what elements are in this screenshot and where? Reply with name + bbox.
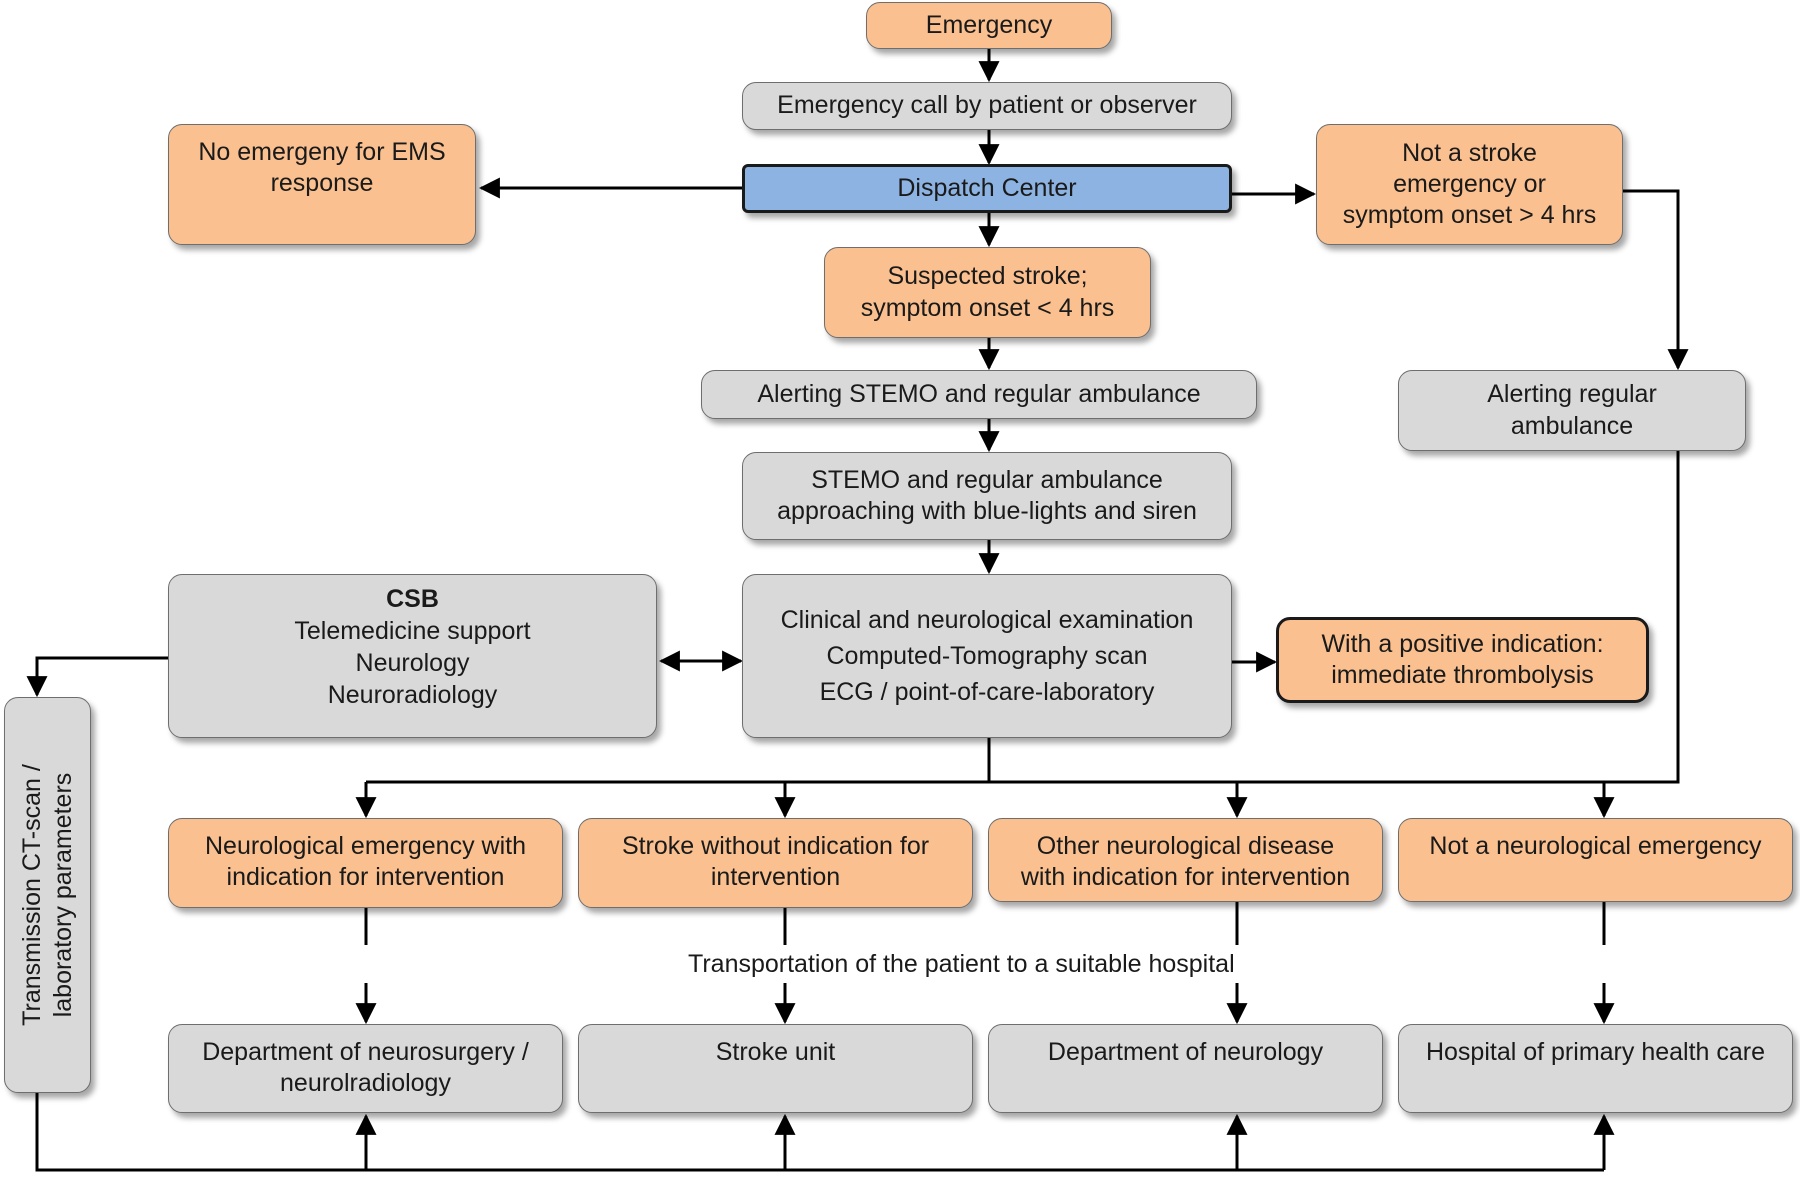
node-text: With a positive indication: <box>1321 629 1604 658</box>
connector-alerting-regular-down <box>1602 450 1680 784</box>
csb-title: CSB <box>386 585 439 613</box>
node-emergency-call: Emergency call by patient or observer <box>742 82 1232 130</box>
node-text: with indication for intervention <box>1020 863 1351 892</box>
node-suspected-stroke: Suspected stroke; symptom onset < 4 hrs <box>824 247 1151 338</box>
node-transmission: Transmission CT-scan / laboratory parame… <box>4 697 91 1093</box>
node-not-stroke: Not a stroke emergency or symptom onset … <box>1316 124 1623 245</box>
node-text: Alerting regular <box>1487 380 1657 409</box>
node-text: No emergeny for EMS <box>198 138 446 166</box>
node-outcome-4: Not a neurological emergency <box>1398 818 1793 902</box>
node-text: Transmission CT-scan / <box>17 764 46 1026</box>
node-text: Stroke without indication for <box>621 832 930 860</box>
node-text: intervention <box>710 863 841 892</box>
node-text: Dispatch Center <box>897 173 1077 202</box>
node-examination: Clinical and neurological examination Co… <box>742 574 1232 738</box>
node-text: Alerting STEMO and regular ambulance <box>757 379 1201 408</box>
node-emergency: Emergency <box>866 2 1112 49</box>
connector-transmission-bus <box>35 1093 1604 1172</box>
node-text: Computed-Tomography scan <box>826 641 1148 670</box>
node-outcome-2: Stroke without indication for interventi… <box>578 818 973 908</box>
node-dest-2: Stroke unit <box>578 1024 973 1113</box>
node-text: indication for intervention <box>226 863 505 892</box>
node-text: Neurological emergency with <box>205 832 526 860</box>
node-text: emergency or <box>1393 169 1546 198</box>
node-text: immediate thrombolysis <box>1331 661 1594 689</box>
node-text: Department of neurosurgery / <box>202 1038 529 1066</box>
node-text: Neurology <box>355 649 470 677</box>
node-outcome-1: Neurological emergency with indication f… <box>168 818 563 908</box>
node-text: symptom onset < 4 hrs <box>860 293 1115 322</box>
arrow-csb-to-transmission <box>26 656 168 698</box>
node-text: Clinical and neurological examination <box>780 605 1194 634</box>
node-dispatch-center: Dispatch Center <box>742 164 1232 213</box>
node-stemo-approaching: STEMO and regular ambulance approaching … <box>742 452 1232 540</box>
node-text: approaching with blue-lights and siren <box>777 497 1197 525</box>
node-positive-indication: With a positive indication: immediate th… <box>1276 617 1649 703</box>
node-text: Department of neurology <box>1047 1038 1324 1066</box>
node-csb: CSB Telemedicine support Neurology Neuro… <box>168 574 657 738</box>
node-dest-4: Hospital of primary health care <box>1398 1024 1793 1113</box>
node-text: Neuroradiology <box>327 681 498 709</box>
node-text: Emergency <box>925 10 1053 39</box>
node-dest-3: Department of neurology <box>988 1024 1383 1113</box>
node-text: response <box>270 169 374 198</box>
transport-label: Transportation of the patient to a suita… <box>684 950 1239 979</box>
node-text: Not a neurological emergency <box>1429 832 1762 860</box>
node-alerting-regular: Alerting regular ambulance <box>1398 370 1746 451</box>
node-text: neurolradiology <box>280 1069 451 1098</box>
transmission-label: Transmission CT-scan / laboratory parame… <box>16 764 79 1026</box>
node-text: Not a stroke <box>1402 138 1537 167</box>
node-text: ambulance <box>1510 411 1634 440</box>
node-text: laboratory parameters <box>48 772 77 1018</box>
node-dest-1: Department of neurosurgery / neurolradio… <box>168 1024 563 1113</box>
node-text: Stroke unit <box>715 1038 836 1066</box>
node-text: STEMO and regular ambulance <box>811 465 1163 494</box>
node-text: Telemedicine support <box>294 617 531 645</box>
node-alerting-stemo: Alerting STEMO and regular ambulance <box>701 370 1257 419</box>
node-text: ECG / point-of-care-laboratory <box>819 678 1155 707</box>
node-text: symptom onset > 4 hrs <box>1342 201 1597 230</box>
node-no-emergency: No emergeny for EMS response <box>168 124 476 245</box>
arrow-not-stroke-to-alerting-regular <box>1623 189 1689 371</box>
node-text: Hospital of primary health care <box>1425 1038 1766 1066</box>
node-text: Suspected stroke; <box>887 262 1088 291</box>
node-outcome-3: Other neurological disease with indicati… <box>988 818 1383 902</box>
node-text: Emergency call by patient or observer <box>777 91 1197 120</box>
node-text: Other neurological disease <box>1036 832 1335 860</box>
